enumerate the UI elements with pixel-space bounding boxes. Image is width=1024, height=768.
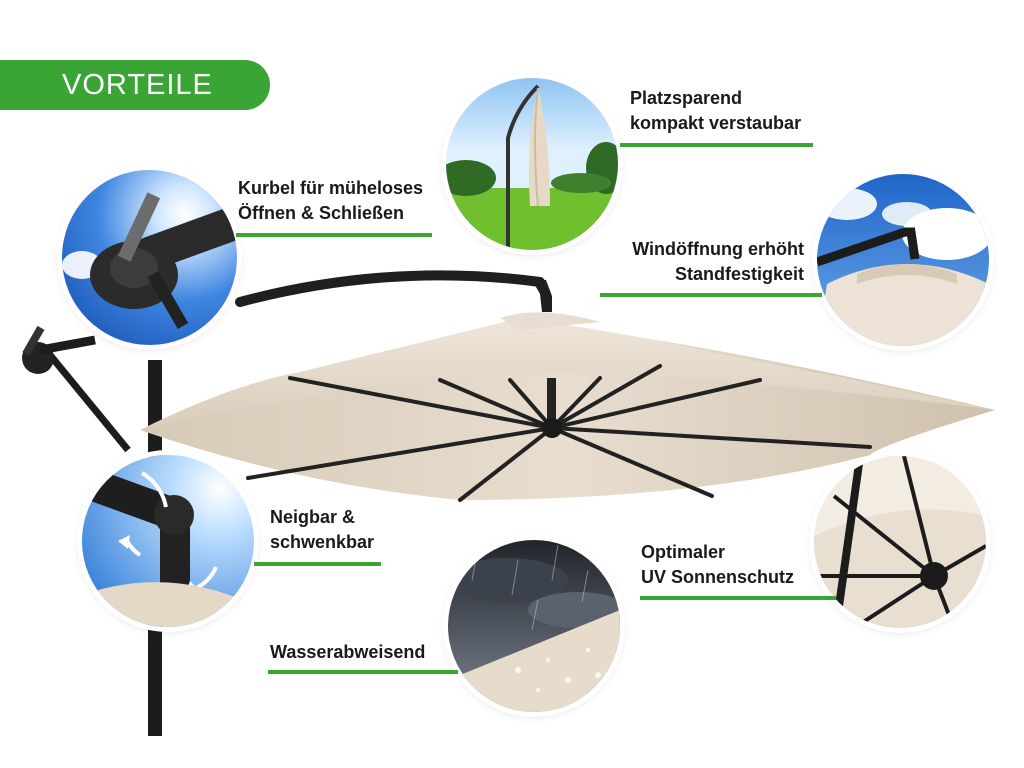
feature-uv-rule [640, 596, 836, 600]
benefits-badge: VORTEILE [0, 60, 270, 110]
feature-kurbel: Kurbel für müheloses Öffnen & Schließen [238, 178, 424, 223]
umbrella-arm [235, 270, 545, 307]
crank-arm [47, 352, 131, 453]
feature-uv: Optimaler UV Sonnenschutz [641, 542, 795, 587]
feature-wasserabweisend: Wasserabweisend [270, 642, 426, 662]
feature-wasser-rule [268, 670, 458, 674]
feature-platzsparend: Platzsparend kompakt verstaubar [630, 88, 802, 133]
feature-wind: Windöffnung erhöht Standfestigkeit [632, 239, 804, 284]
canopy-hub [542, 418, 562, 438]
water-repellent-image [448, 540, 620, 712]
compact-closed-umbrella-image [446, 78, 618, 250]
tilt-swivel-image [82, 455, 254, 627]
crank-closeup-image [62, 170, 237, 345]
feature-neigbar: Neigbar & schwenkbar [270, 507, 375, 552]
wind-vent-image [817, 174, 989, 346]
feature-neigbar-rule [254, 562, 381, 566]
uv-protection-image [814, 456, 986, 628]
feature-wind-rule [600, 293, 822, 297]
feature-platz-rule [620, 143, 813, 147]
feature-kurbel-rule [236, 233, 432, 237]
